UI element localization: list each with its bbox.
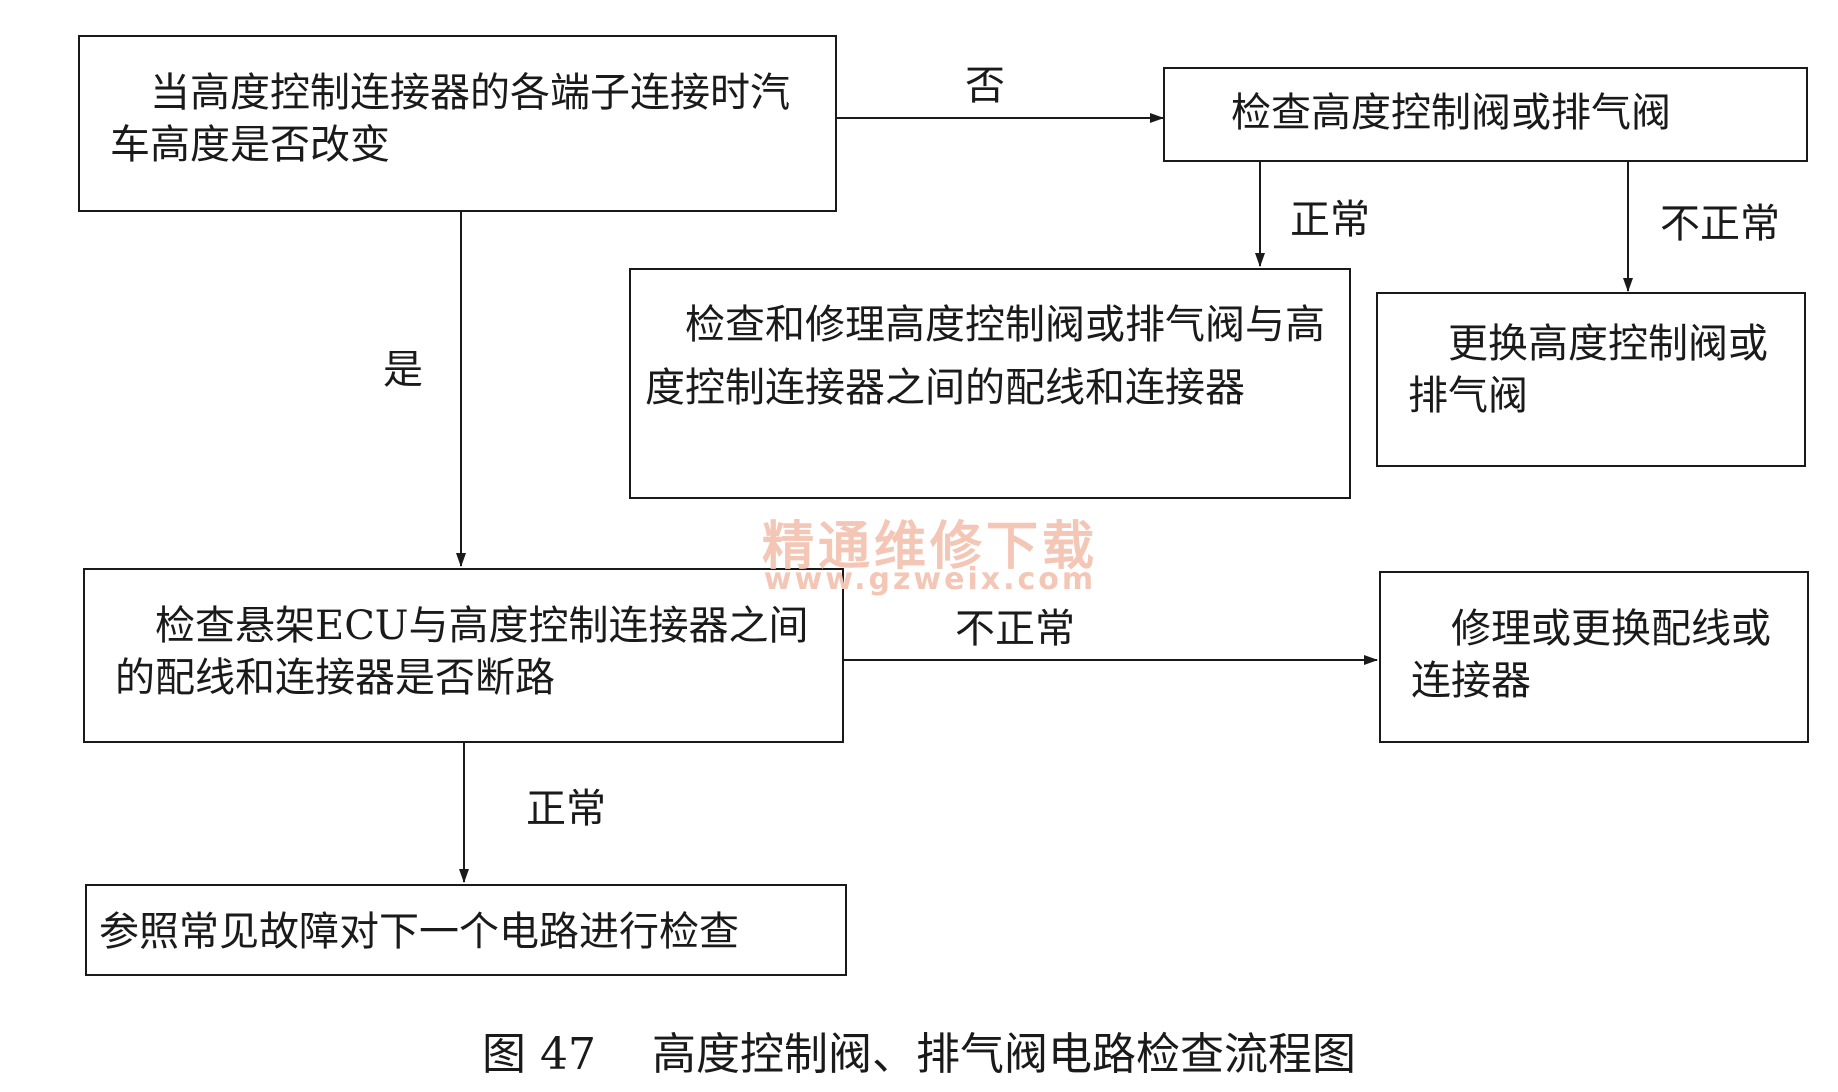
box-repair-replace-wiring: 修理或更换配线或连接器 xyxy=(1379,571,1809,743)
figure-caption: 图 47 高度控制阀、排气阀电路检查流程图 xyxy=(0,1028,1838,1082)
box-text: 检查悬架ECU与高度控制连接器之间的配线和连接器是否断路 xyxy=(115,603,809,701)
box-replace-valves: 更换高度控制阀或排气阀 xyxy=(1376,292,1806,467)
box-text: 修理或更换配线或连接器 xyxy=(1411,606,1771,704)
box-check-height-change: 当高度控制连接器的各端子连接时汽车高度是否改变 xyxy=(78,35,837,212)
figure-title: 高度控制阀、排气阀电路检查流程图 xyxy=(651,1029,1356,1080)
box-text: 检查和修理高度控制阀或排气阀与高度控制连接器之间的配线和连接器 xyxy=(645,302,1325,411)
box-check-valves: 检查高度控制阀或排气阀 xyxy=(1163,67,1808,162)
box-text: 更换高度控制阀或排气阀 xyxy=(1408,321,1768,419)
figure-number: 图 47 xyxy=(482,1029,596,1080)
box-next-circuit: 参照常见故障对下一个电路进行检查 xyxy=(85,884,847,976)
box-text: 参照常见故障对下一个电路进行检查 xyxy=(99,909,739,955)
label-abnormal-ecu: 不正常 xyxy=(955,606,1075,652)
label-abnormal-valves: 不正常 xyxy=(1660,201,1780,247)
label-normal-valves: 正常 xyxy=(1290,197,1370,243)
box-text: 当高度控制连接器的各端子连接时汽车高度是否改变 xyxy=(110,70,790,168)
box-check-ecu-wiring: 检查悬架ECU与高度控制连接器之间的配线和连接器是否断路 xyxy=(83,568,844,743)
watermark-url: www.gzweix.com xyxy=(763,562,1097,597)
watermark-name: 精通维修下载 xyxy=(761,517,1098,577)
box-repair-wiring-valves: 检查和修理高度控制阀或排气阀与高度控制连接器之间的配线和连接器 xyxy=(629,268,1351,499)
box-text: 检查高度控制阀或排气阀 xyxy=(1231,90,1671,136)
label-normal-ecu: 正常 xyxy=(526,786,606,832)
label-no: 否 xyxy=(965,63,1005,109)
label-yes: 是 xyxy=(383,347,423,393)
